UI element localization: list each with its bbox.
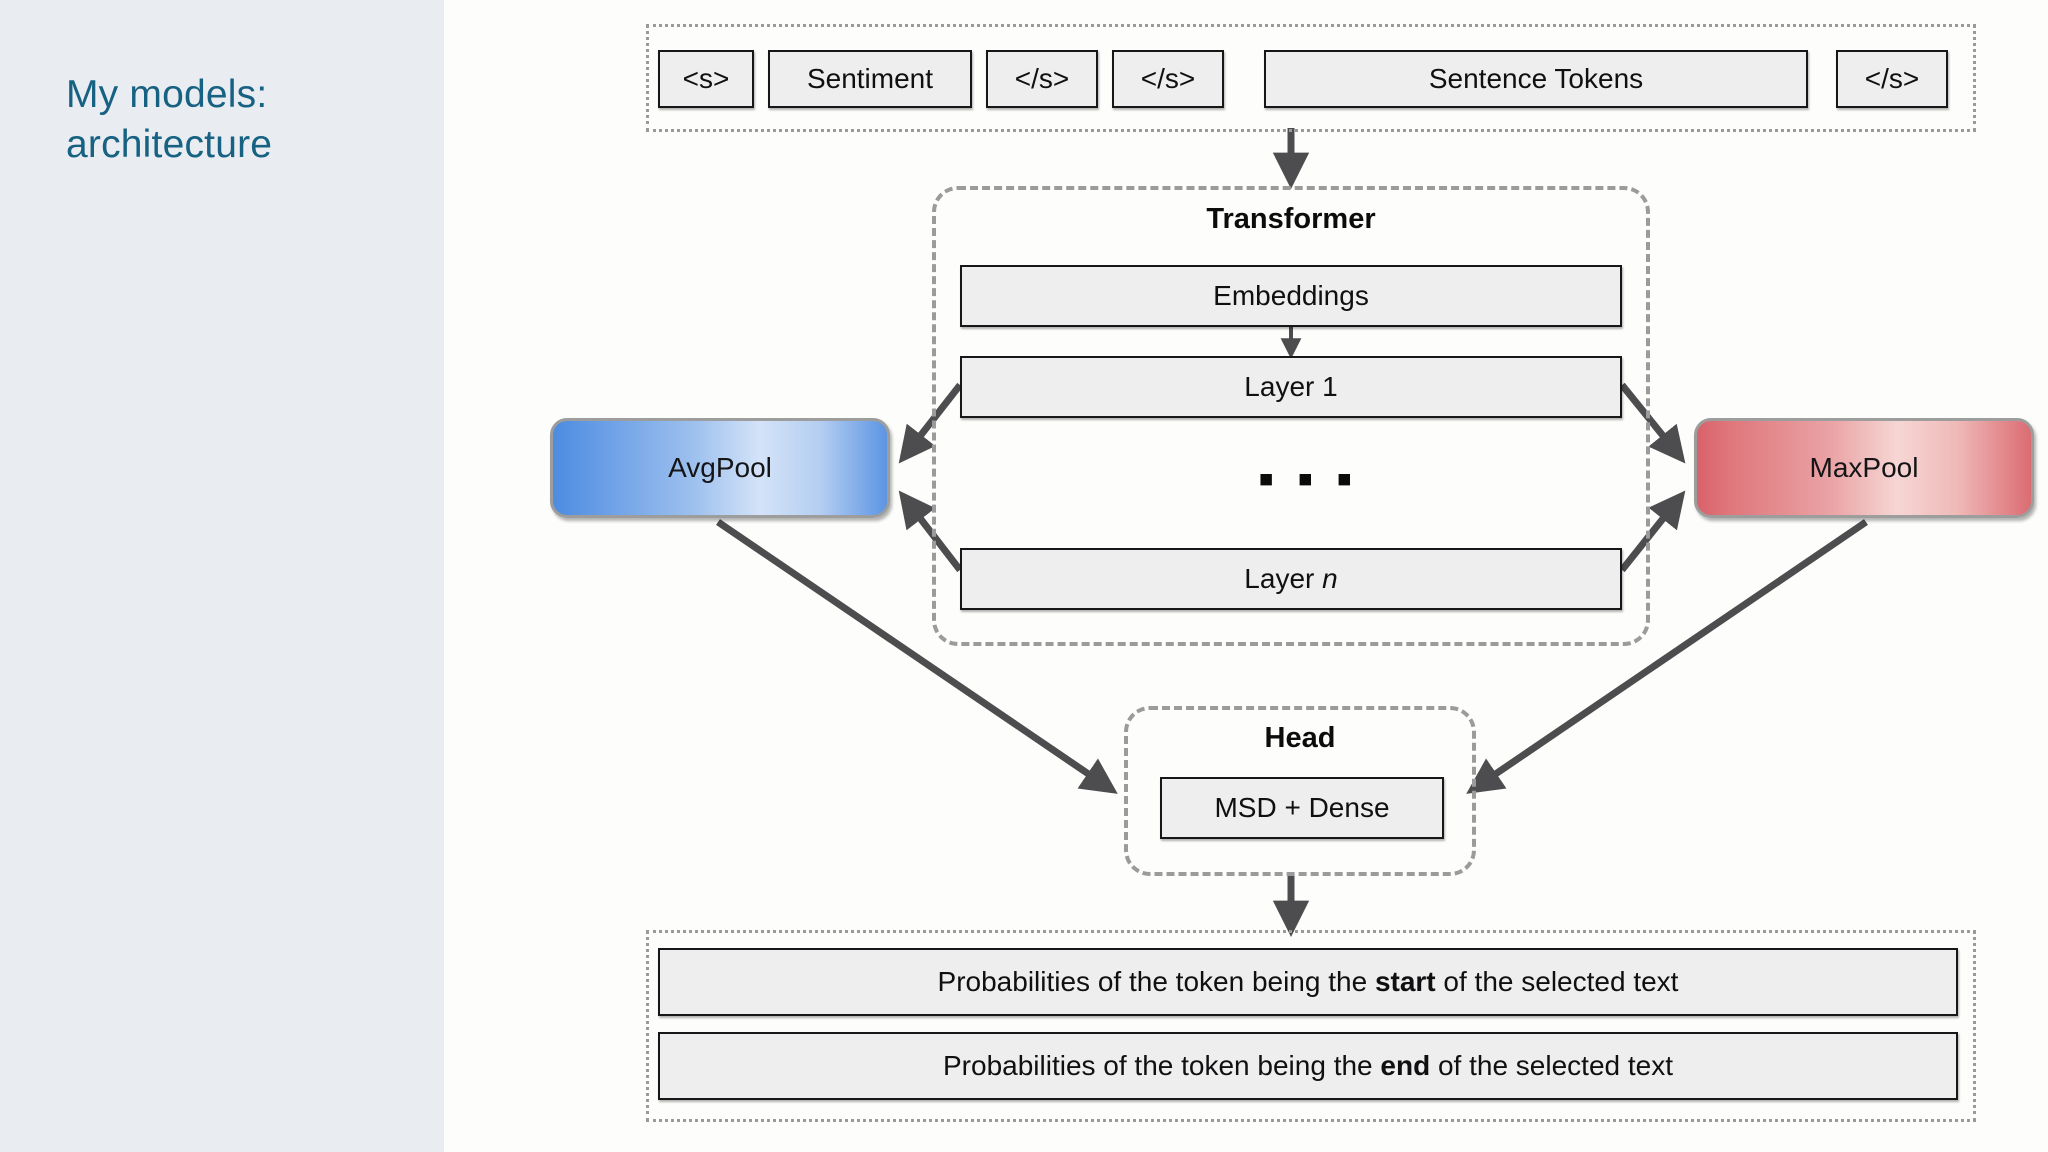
token-label: </s> [1864, 62, 1920, 94]
output-suffix: of the selected text [1435, 965, 1679, 997]
token-label: </s> [1014, 62, 1070, 94]
head-block-msd-dense[interactable]: MSD + Dense [1160, 777, 1444, 839]
transformer-block-layer-n[interactable]: Layer n [960, 548, 1622, 610]
layers-ellipsis: ▪ ▪ ▪ [1258, 452, 1358, 504]
token-label: Sentiment [806, 62, 934, 94]
output-row-start[interactable]: Probabilities of the token being the sta… [658, 948, 1958, 1016]
avgpool-label: AvgPool [668, 452, 772, 483]
transformer-title: Transformer [1206, 203, 1376, 235]
token-box-5[interactable]: </s> [1836, 50, 1948, 108]
output-label: Probabilities of the token being the end… [943, 1049, 1673, 1082]
token-box-3[interactable]: </s> [1112, 50, 1224, 108]
sidebar-panel: My models: architecture [0, 0, 444, 1152]
output-prefix: Probabilities of the token being the [937, 965, 1375, 997]
token-label: </s> [1140, 62, 1196, 94]
output-emphasis: end [1380, 1049, 1431, 1081]
token-label: Sentence Tokens [1428, 62, 1644, 94]
head-title: Head [1264, 722, 1336, 754]
output-probabilities-group [646, 930, 1976, 1122]
block-label: MSD + Dense [1214, 791, 1390, 823]
head-group: Head [1124, 706, 1476, 876]
token-box-1[interactable]: Sentiment [768, 50, 972, 108]
token-box-4[interactable]: Sentence Tokens [1264, 50, 1808, 108]
input-tokens-group [646, 24, 1976, 132]
output-row-end[interactable]: Probabilities of the token being the end… [658, 1032, 1958, 1100]
output-emphasis: start [1374, 965, 1436, 997]
transformer-group: Transformer [932, 186, 1650, 646]
output-prefix: Probabilities of the token being the [943, 1049, 1381, 1081]
block-label: Layer n [1244, 562, 1338, 594]
token-box-2[interactable]: </s> [986, 50, 1098, 108]
maxpool-box[interactable]: MaxPool [1694, 418, 2034, 518]
page-title: My models: architecture [66, 73, 273, 166]
output-label: Probabilities of the token being the sta… [937, 965, 1679, 998]
output-suffix: of the selected text [1430, 1049, 1673, 1081]
avgpool-box[interactable]: AvgPool [550, 418, 890, 518]
block-label: Layer 1 [1244, 370, 1338, 402]
block-label: Embeddings [1213, 279, 1369, 311]
transformer-block-layer-1[interactable]: Layer 1 [960, 356, 1622, 418]
token-box-0[interactable]: <s> [658, 50, 754, 108]
maxpool-label: MaxPool [1809, 452, 1919, 483]
token-label: <s> [682, 62, 730, 94]
transformer-block-embeddings[interactable]: Embeddings [960, 265, 1622, 327]
